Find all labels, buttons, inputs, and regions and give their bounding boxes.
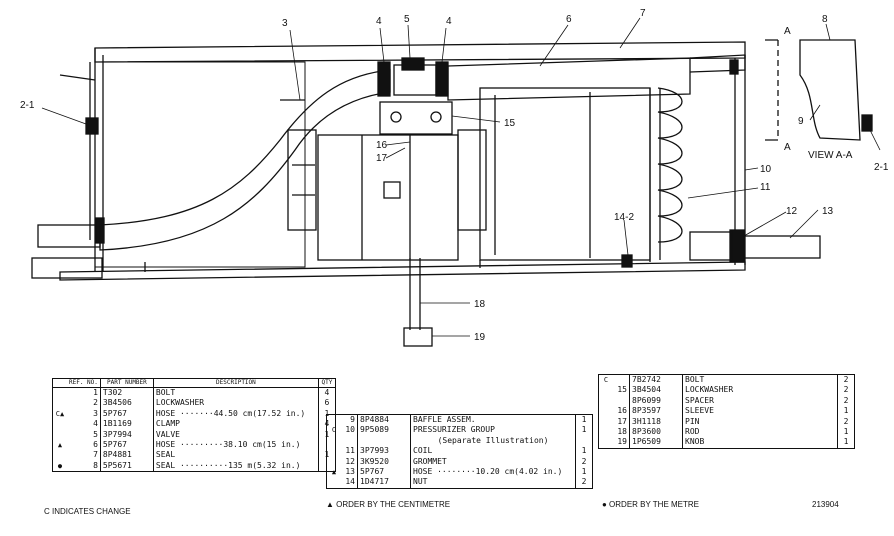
section-label-a-bottom: A — [784, 142, 791, 153]
hose-6 — [447, 57, 691, 101]
callout-2-1-right: 2-1 — [874, 162, 889, 173]
callout-18: 18 — [474, 299, 486, 310]
callout-14-2: 14-2 — [614, 212, 634, 223]
section-label-a-top: A — [784, 26, 791, 37]
callout-12: 12 — [786, 206, 798, 217]
col-ref: REF. NO. — [67, 378, 101, 388]
clamp-4-right — [435, 61, 449, 97]
callout-7: 7 — [640, 8, 646, 19]
table-row: (Separate Illustration) — [327, 435, 593, 447]
clamp-4-left — [377, 61, 391, 97]
note-indicates-change: C INDICATES CHANGE — [44, 507, 131, 516]
base-plate — [59, 261, 746, 281]
callout-4a: 4 — [376, 16, 382, 27]
callout-6: 6 — [566, 14, 572, 25]
coil-11 — [657, 87, 683, 243]
col-desc: DESCRIPTION — [152, 378, 319, 388]
callout-15: 15 — [504, 118, 516, 129]
callout-16: 16 — [376, 140, 388, 151]
col-part: PART NUMBER — [100, 378, 154, 388]
hose-13 — [743, 235, 821, 259]
drawing-number: 213904 — [812, 500, 839, 509]
callout-5: 5 — [404, 14, 410, 25]
callout-4b: 4 — [446, 16, 452, 27]
callout-13: 13 — [822, 206, 834, 217]
callout-9: 9 — [798, 116, 804, 127]
knob-19 — [403, 327, 433, 347]
callout-2-1: 2-1 — [20, 100, 35, 111]
note-order-centimetre: ▲ ORDER BY THE CENTIMETRE — [326, 500, 451, 509]
hose-3 — [99, 69, 391, 251]
callout-17: 17 — [376, 153, 388, 164]
rod-18 — [409, 258, 421, 330]
callout-19: 19 — [474, 332, 486, 343]
callout-11: 11 — [760, 182, 771, 193]
callout-8: 8 — [822, 14, 828, 25]
view-aa-detail — [799, 39, 861, 141]
left-outlet — [37, 224, 101, 248]
baffle-box — [479, 87, 651, 261]
note-order-metre: ● ORDER BY THE METRE — [602, 500, 699, 509]
view-aa-label: VIEW A-A — [808, 150, 853, 161]
bracket-15 — [379, 101, 453, 135]
callout-3: 3 — [282, 18, 288, 29]
col-qty: QTY — [317, 378, 336, 388]
callout-10: 10 — [760, 164, 772, 175]
